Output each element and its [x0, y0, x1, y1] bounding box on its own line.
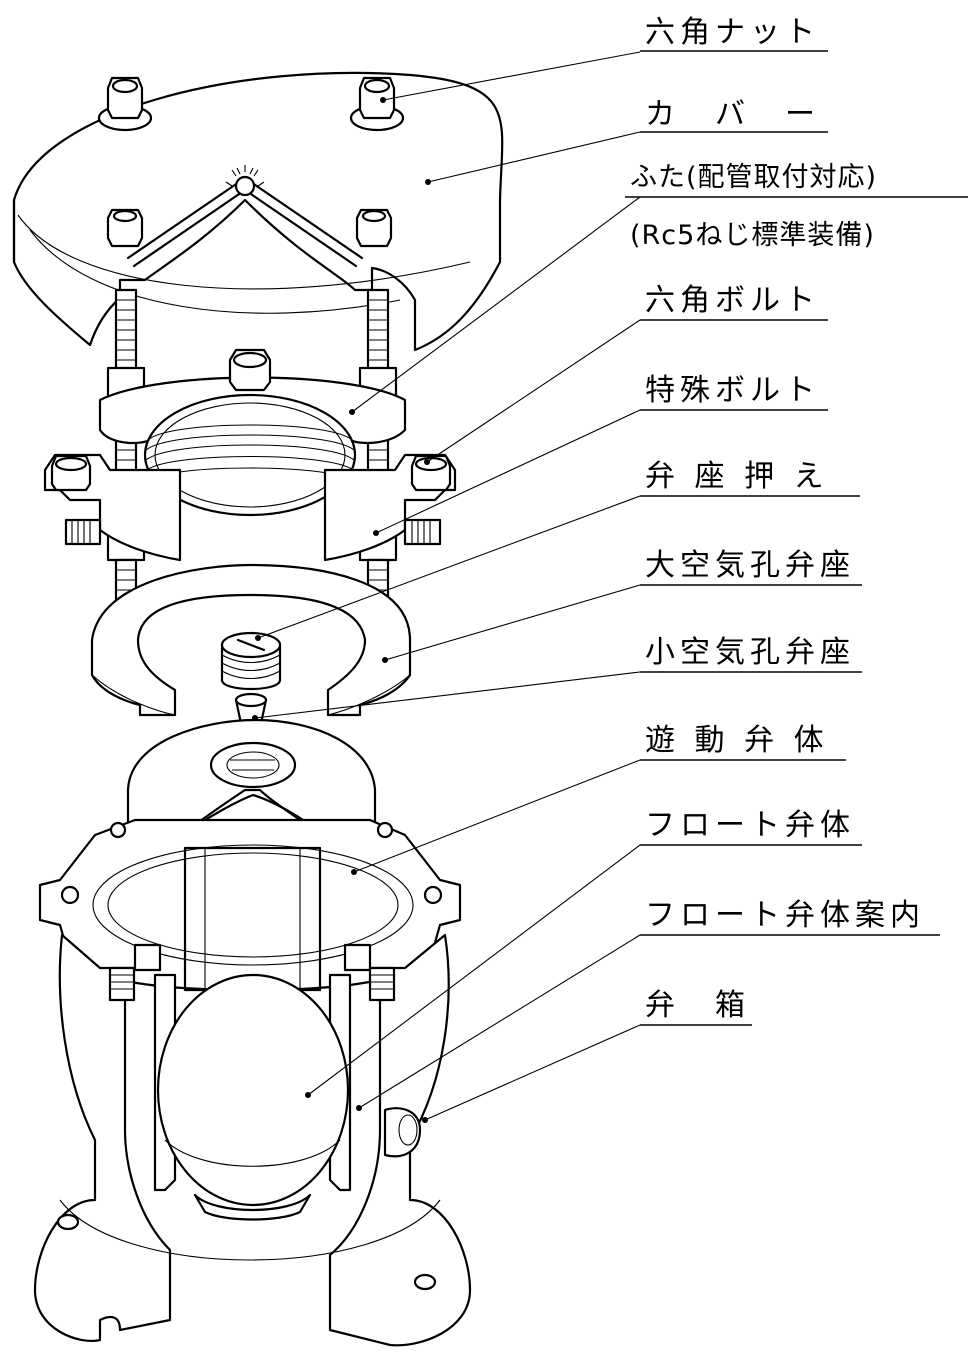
- label-hex-bolt: 六角ボルト: [645, 283, 820, 318]
- valve-body-part: [33, 818, 472, 1347]
- labels: 六角ナット カ バ ー ふた(配管取付対応) (Rc5ねじ標準装備) 六角ボルト…: [625, 15, 968, 1026]
- label-large-orifice-seat: 大空気孔弁座: [645, 548, 855, 583]
- label-seat-retainer: 弁 座 押 え: [645, 459, 829, 494]
- cover-nut-under-left: [106, 208, 144, 248]
- large-orifice-seat-part: [90, 563, 412, 717]
- label-floating-disc: 遊 動 弁 体: [645, 723, 829, 758]
- label-special-bolt: 特殊ボルト: [645, 373, 820, 408]
- label-float-guide: フロート弁体案内: [645, 898, 925, 933]
- cover-nut-right: [349, 76, 405, 132]
- cover-nut-under-right: [355, 208, 393, 248]
- label-cover: カ バ ー: [645, 97, 820, 132]
- lid-part: [43, 348, 457, 562]
- cover-part: [12, 71, 504, 352]
- label-hex-nut: 六角ナット: [645, 15, 820, 50]
- label-small-orifice-seat: 小空気孔弁座: [645, 635, 855, 670]
- leader-lines: [252, 51, 641, 1123]
- label-float: フロート弁体: [645, 808, 855, 843]
- cover-nut-left: [97, 76, 153, 132]
- label-valve-body: 弁 箱: [645, 988, 750, 1023]
- label-lid: ふた(配管取付対応): [630, 162, 877, 193]
- float-ball-part: [156, 973, 350, 1221]
- label-lid-sub: (Rc5ねじ標準装備): [630, 220, 875, 251]
- seat-retainer-part: [220, 631, 282, 691]
